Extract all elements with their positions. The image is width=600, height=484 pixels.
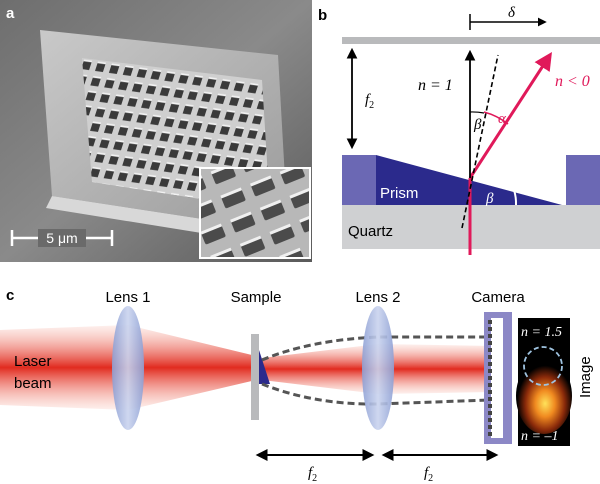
n-positive-label: n = 1 xyxy=(418,77,453,94)
f2-label-left: f2 xyxy=(308,465,317,484)
beta-top-label: β xyxy=(473,117,482,133)
scale-bar: 5 μm xyxy=(10,229,114,247)
sample-plate xyxy=(251,334,259,420)
panel-a-letter: a xyxy=(6,5,15,22)
right-block xyxy=(566,155,600,205)
panel-c: c Lens 1 Sample Lens 2 Camera Laser beam… xyxy=(0,287,594,484)
f2-label-right: f2 xyxy=(424,465,433,484)
beta-prism-label: β xyxy=(485,191,494,207)
delta-label: δ xyxy=(508,5,516,21)
image-label: Image xyxy=(577,356,594,398)
lens2-label: Lens 2 xyxy=(355,289,400,306)
lens2 xyxy=(362,306,394,430)
panel-b-letter: b xyxy=(318,7,327,24)
n-bottom-label: n = –1 xyxy=(521,429,558,444)
camera-sensor xyxy=(491,318,503,438)
panel-b: b δ f2 Quartz Prism β β α n xyxy=(318,5,600,255)
camera-label: Camera xyxy=(471,289,525,306)
prism-angle-arc xyxy=(513,189,518,206)
laser-label-line1: Laser xyxy=(14,353,52,370)
n-top-label: n = 1.5 xyxy=(521,325,562,340)
image-spot xyxy=(516,358,572,434)
panel-a: a 5 μm xyxy=(0,0,312,262)
image-dashed-circle xyxy=(523,346,563,386)
lens1-label: Lens 1 xyxy=(105,289,150,306)
prism-label: Prism xyxy=(380,185,418,202)
top-plate xyxy=(342,37,600,44)
left-block xyxy=(342,155,376,205)
surface-normal xyxy=(461,54,499,229)
beta-arc-top xyxy=(469,111,485,114)
scale-bar-label: 5 μm xyxy=(46,230,77,246)
alpha-arc xyxy=(483,111,509,125)
panel-c-letter: c xyxy=(6,287,14,304)
lens1 xyxy=(112,306,144,430)
laser-label-line2: beam xyxy=(14,375,52,392)
sample-label: Sample xyxy=(231,289,282,306)
sem-inset xyxy=(199,167,311,259)
alpha-label: α xyxy=(498,111,507,127)
quartz-label: Quartz xyxy=(348,223,393,240)
n-negative-label: n < 0 xyxy=(555,73,590,90)
f2-label-b: f2 xyxy=(365,92,374,111)
refracted-beam-negative xyxy=(468,51,552,179)
